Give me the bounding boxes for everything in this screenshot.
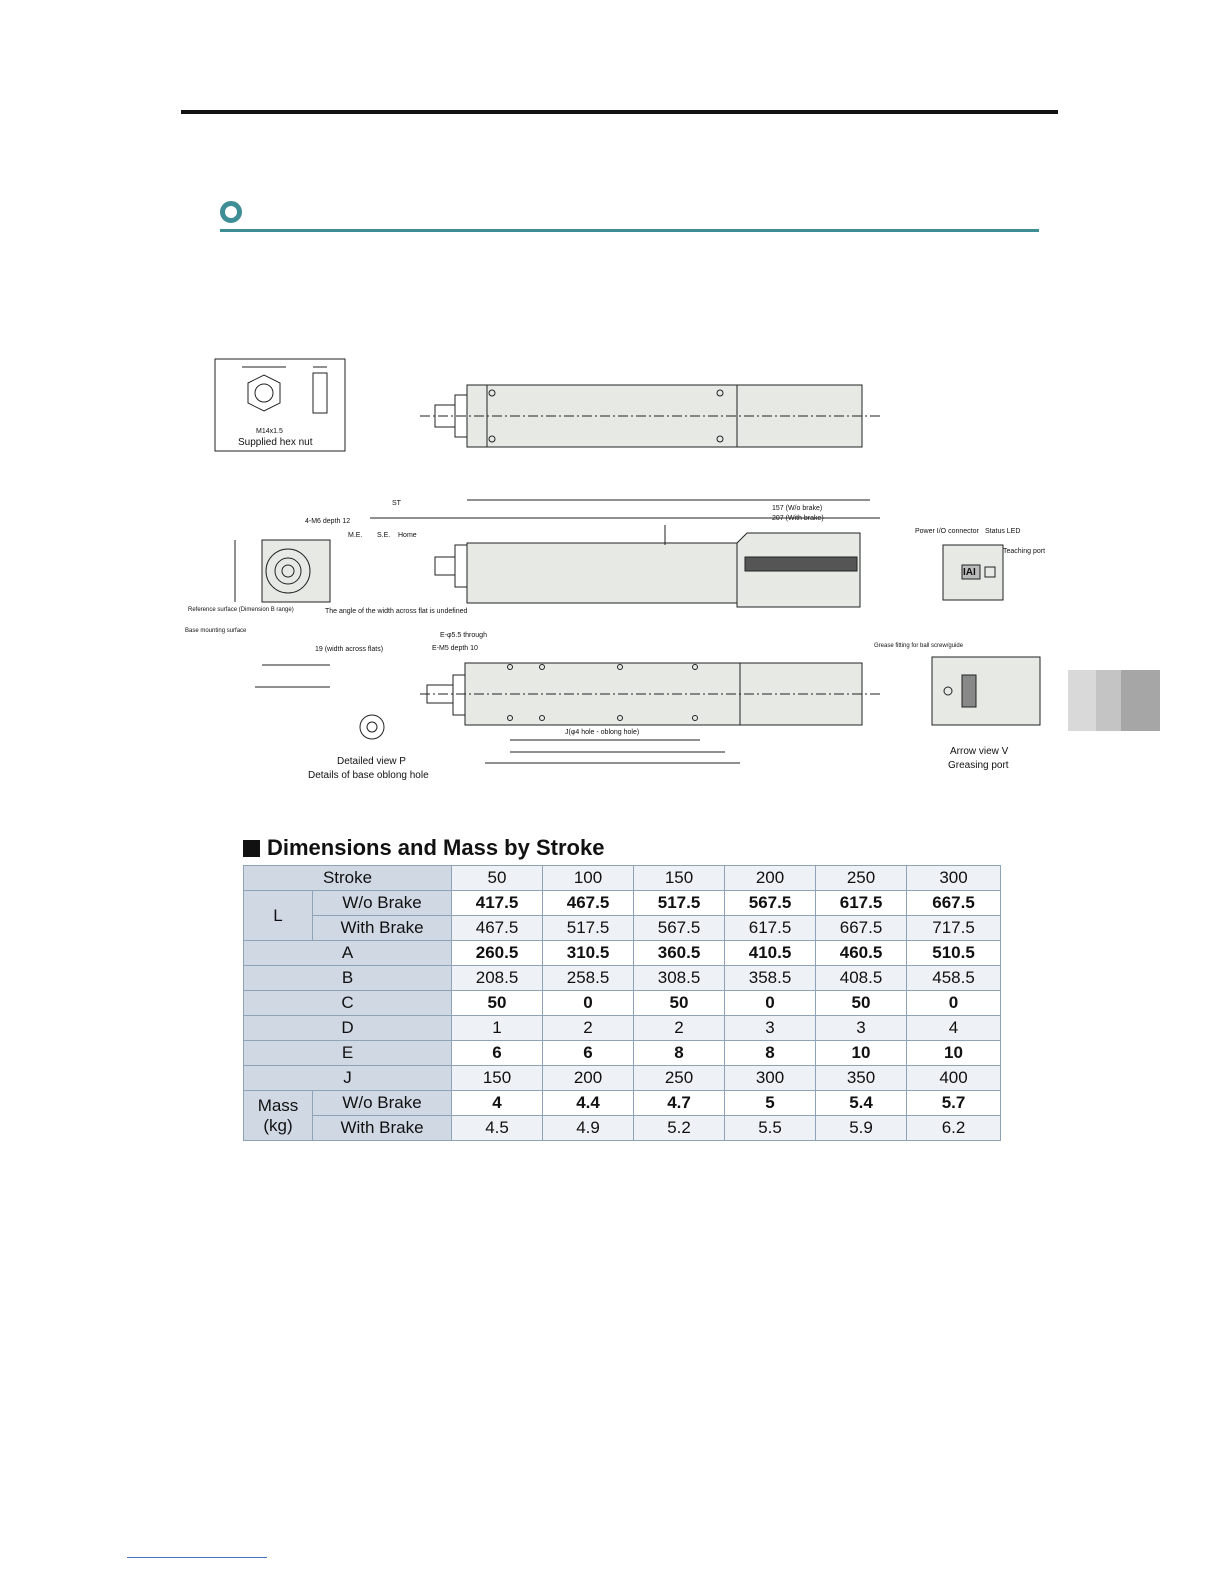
table-row: E 6 6 8 8 10 10 — [242, 1040, 1002, 1066]
table-row: J 150 200 250 300 350 400 — [242, 1065, 1002, 1091]
label-angle: The angle of the width across flat is un… — [325, 608, 468, 615]
label-e-m5: E-M5 depth 10 — [432, 645, 478, 652]
table-row: B 208.5 258.5 308.5 358.5 408.5 458.5 — [242, 965, 1002, 991]
label-status: Status LED — [985, 528, 1020, 535]
label-home: Home — [398, 532, 417, 539]
arrow-view-caption: Arrow view V — [950, 746, 1009, 757]
group-mass: Mass (kg) — [243, 1090, 313, 1141]
table-row: L W/o Brake 417.5 467.5 517.5 567.5 617.… — [243, 890, 1002, 941]
label-teaching: Teaching port — [1003, 548, 1045, 555]
dimension-drawing: Supplied hex nut M14x1.5 Power I/O conne… — [185, 358, 1045, 781]
table-row: With Brake 4.5 4.9 5.2 5.5 5.9 6.2 — [244, 1115, 1002, 1141]
hex-nut-caption: Supplied hex nut — [238, 437, 313, 448]
table-row: Mass (kg) W/o Brake 4 4.4 4.7 5 5.4 5.7 — [243, 1090, 1002, 1141]
label-width-flats: 19 (width across flats) — [315, 646, 383, 653]
label-depth: 4-M6 depth 12 — [305, 518, 350, 525]
label-base-surface: Base mounting surface — [185, 628, 247, 634]
dimensions-table: Stroke 50 100 150 200 250 300 L W/o Brak… — [242, 865, 1002, 1141]
stroke-header: Stroke — [242, 865, 453, 891]
label-ref-surface: Reference surface (Dimension B range) — [188, 607, 294, 613]
hex-nut-thread: M14x1.5 — [256, 428, 283, 435]
footer-link-line — [127, 1557, 267, 1558]
side-tab-marker — [1068, 670, 1160, 731]
detail-p-sub: Details of base oblong hole — [308, 770, 429, 781]
label-me: M.E. — [348, 532, 362, 539]
label-e-through: E-φ5.5 through — [440, 632, 487, 639]
table-row: A 260.5 310.5 360.5 410.5 460.5 510.5 — [242, 940, 1002, 966]
table-row: Stroke 50 100 150 200 250 300 — [242, 865, 1002, 891]
table-row: With Brake 467.5 517.5 567.5 617.5 667.5… — [244, 915, 1002, 941]
table-row: C 50 0 50 0 50 0 — [242, 990, 1002, 1016]
label-se: S.E. — [377, 532, 390, 539]
arrow-view-sub: Greasing port — [948, 760, 1009, 771]
section-marker-icon — [220, 201, 242, 223]
iai-logo: IAI — [963, 567, 976, 578]
title-square-icon — [243, 839, 260, 857]
top-rule — [181, 110, 1058, 114]
label-oblong: J(φ4 hole - oblong hole) — [565, 729, 639, 736]
table-row: D 1 2 2 3 3 4 — [242, 1015, 1002, 1041]
detail-p-caption: Detailed view P — [337, 756, 406, 767]
label-grease: Grease fitting for ball screw/guide — [874, 643, 964, 649]
label-brake-with: 207 (With brake) — [772, 515, 824, 522]
table-title: Dimensions and Mass by Stroke — [243, 835, 604, 861]
group-l: L — [243, 890, 313, 941]
label-st: ST — [392, 500, 402, 507]
section-rule — [220, 229, 1039, 232]
hex-nut-shape — [247, 374, 281, 412]
hex-nut-frame — [214, 358, 346, 452]
label-brake-wo: 157 (W/o brake) — [772, 505, 822, 512]
label-power: Power I/O connector — [915, 528, 979, 535]
